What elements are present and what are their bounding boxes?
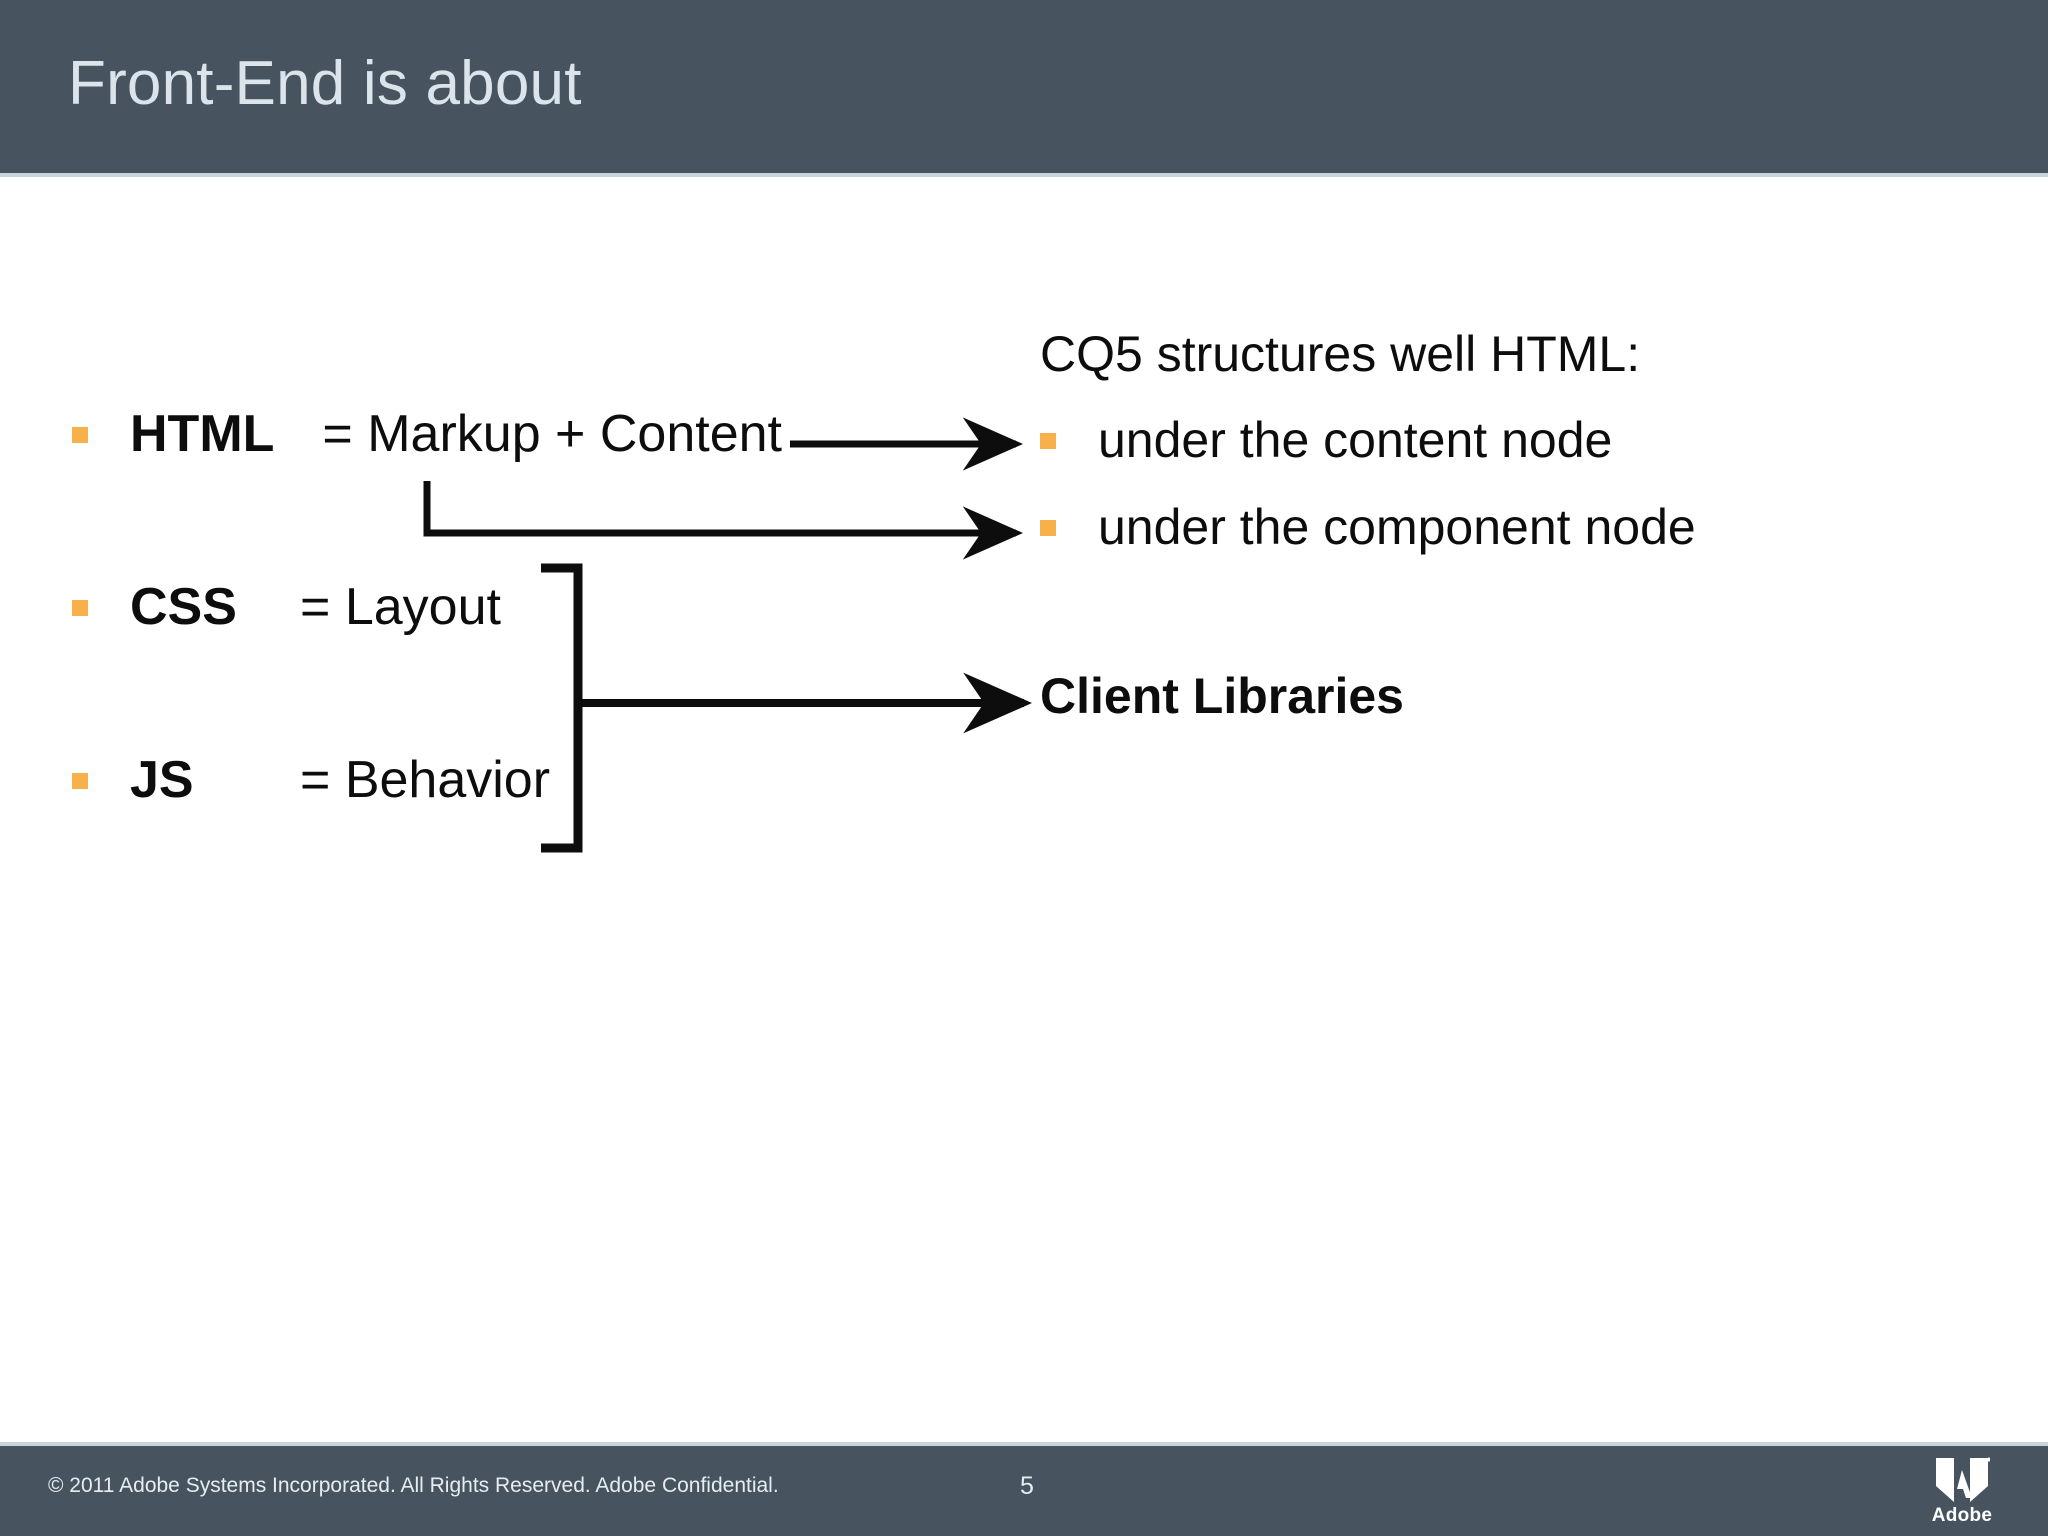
definition-html: = Markup + Content [322,405,783,463]
square-bullet-icon [72,773,88,789]
term-css: CSS [130,578,237,636]
right-column-heading: CQ5 structures well HTML: [1040,326,1641,382]
adobe-a-mark-icon [1936,1457,1990,1502]
page-number: 5 [1020,1472,1034,1500]
row-js-term-label: JS = Behavior [130,750,550,810]
square-bullet-icon [1040,520,1056,536]
list-item-html: HTML = Markup + Content [72,404,782,464]
adobe-logo: Adobe [1920,1456,2004,1530]
label-component-node: under the component node [1098,499,1696,555]
definition-css: = Layout [300,578,501,636]
slide-footer-band: © 2011 Adobe Systems Incorporated. All R… [0,1446,2048,1536]
label-content-node: under the content node [1098,412,1613,468]
adobe-wordmark: Adobe [1931,1505,1993,1526]
definition-js: = Behavior [300,751,551,809]
header-underline [0,173,2048,177]
square-bullet-icon [72,427,88,443]
term-js: JS [130,751,194,809]
square-bullet-icon [1040,433,1056,449]
list-item-css: CSS = Layout [72,577,501,637]
term-html: HTML [130,405,275,463]
list-item-js: JS = Behavior [72,750,550,810]
arrow-html-to-component-node [423,481,1024,560]
row-html-term-label: HTML = Markup + Content [130,404,782,464]
row-css-term-label: CSS = Layout [130,577,501,637]
footer-copyright: © 2011 Adobe Systems Incorporated. All R… [48,1474,779,1497]
list-item-component-node: under the component node [1040,498,1696,556]
page-title: Front-End is about [68,49,582,118]
list-item-content-node: under the content node [1040,411,1612,469]
callout-client-libraries: Client Libraries [1040,668,1404,724]
slide-header-band [0,0,2048,173]
square-bullet-icon [72,600,88,616]
footer-topline [0,1442,2048,1446]
